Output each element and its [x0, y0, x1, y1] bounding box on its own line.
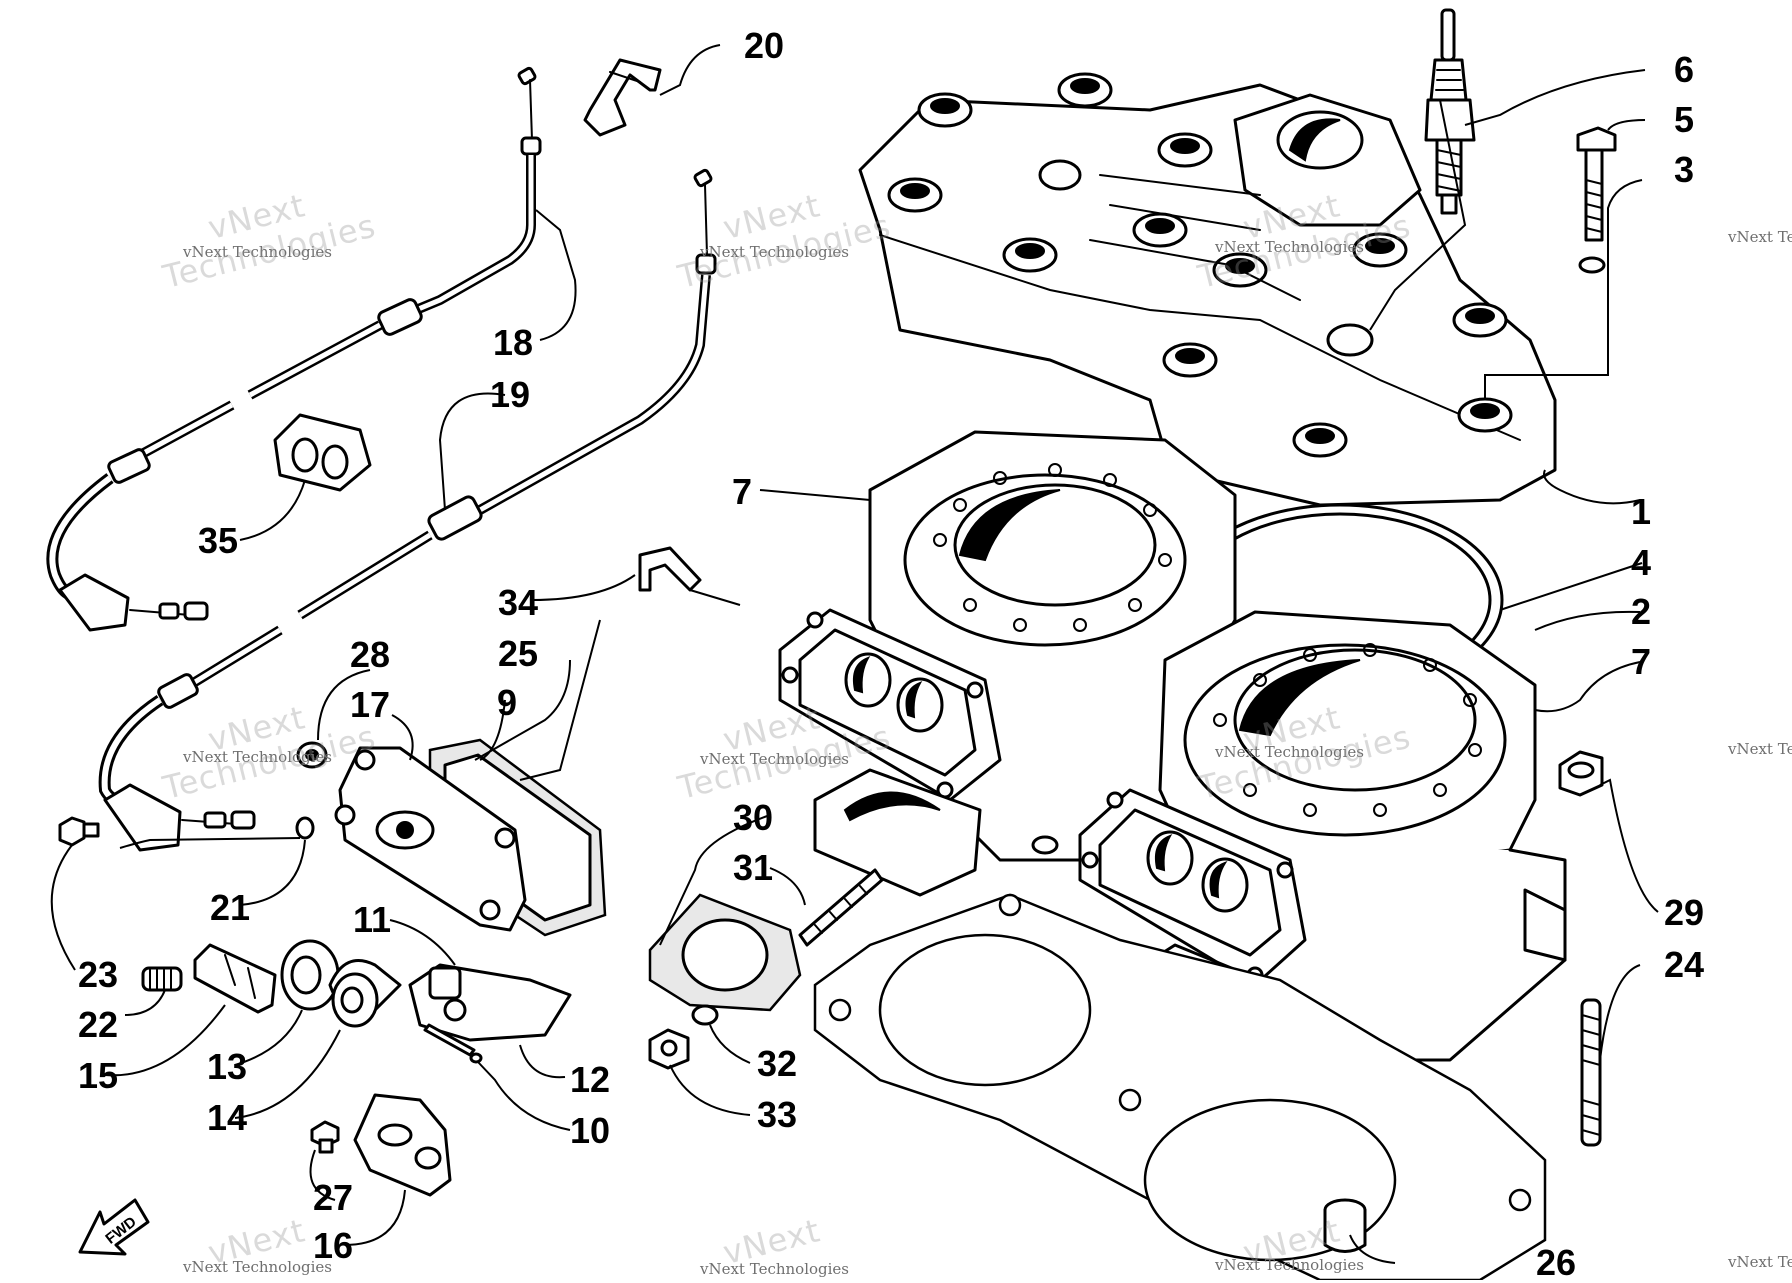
callout-10: 10: [569, 1110, 611, 1151]
callout-9: 9: [496, 682, 518, 723]
o-ring-small: [295, 816, 315, 840]
watermark-3: vNext Technologies: [1215, 238, 1365, 256]
callout-25: 25: [497, 633, 539, 674]
head-bolt: [1576, 126, 1617, 242]
bracket-plate: [353, 1093, 452, 1197]
callout-28: 28: [349, 634, 391, 675]
callout-27: 27: [312, 1177, 354, 1218]
watermark-10: vNext Technologies: [700, 1260, 850, 1278]
callout-19: 19: [489, 374, 531, 415]
intake-boot-left: [813, 768, 982, 897]
dowel-pin: [1323, 1198, 1367, 1253]
spring: [141, 966, 183, 992]
screw: [310, 1120, 340, 1154]
exhaust-port-right: [1078, 788, 1307, 987]
callout-26: 26: [1535, 1242, 1577, 1283]
base-gasket: [813, 893, 1547, 1280]
callout-12: 12: [569, 1059, 611, 1100]
washer: [1578, 256, 1606, 274]
cylinder-head: [858, 72, 1557, 507]
cable-holder: [273, 413, 372, 492]
watermark-9: vNext Technologies: [183, 1258, 333, 1276]
callout-11: 11: [352, 899, 392, 940]
callout-15: 15: [77, 1055, 119, 1096]
cable-clip: [583, 58, 662, 137]
spark-plug: [1424, 8, 1476, 215]
callout-7-lower: 7: [1630, 641, 1652, 682]
manifold-stud: [798, 868, 884, 947]
callout-18: 18: [492, 322, 534, 363]
callout-17: 17: [349, 684, 391, 725]
callout-29: 29: [1663, 892, 1705, 933]
callout-20: 20: [743, 25, 785, 66]
watermark-11: vNext Technologies: [1215, 1256, 1365, 1274]
cylinder-right: [1158, 610, 1567, 1062]
watermark-6: vNext Technologies: [700, 750, 850, 768]
grommet: [296, 741, 328, 769]
valve-collar: [280, 939, 340, 1011]
callout-22: 22: [77, 1004, 119, 1045]
valve-spool: [328, 959, 402, 1028]
callout-24: 24: [1663, 944, 1705, 985]
watermark-7: vNext Technologies: [1215, 743, 1365, 761]
fwd-arrow: [78, 1198, 150, 1256]
callout-14: 14: [206, 1097, 248, 1138]
callout-5: 5: [1673, 99, 1695, 140]
exhaust-valve-cover: [334, 746, 527, 932]
watermark-5: vNext Technologies: [183, 748, 333, 766]
intake-gasket: [648, 893, 802, 1012]
callout-35: 35: [197, 520, 239, 561]
callout-30: 30: [732, 797, 774, 838]
callout-6: 6: [1673, 49, 1695, 90]
pin: [423, 1023, 483, 1064]
callout-2: 2: [1630, 591, 1652, 632]
exhaust-port-left: [778, 608, 1002, 802]
watermark-8: vNext Technologies: [1728, 740, 1792, 758]
manifold-nut: [648, 1028, 690, 1070]
watermark-12: vNext Technologies: [1728, 1253, 1792, 1271]
leader-lines: [50, 44, 1659, 1264]
stud: [1580, 998, 1602, 1147]
exhaust-valve: [408, 963, 572, 1042]
valve-bracket: [193, 943, 277, 1014]
exhaust-valve-cable-2: [98, 168, 717, 852]
flange-nut: [1558, 750, 1604, 797]
hose-fitting: [638, 546, 702, 592]
lock-washer: [691, 1004, 719, 1026]
callout-32: 32: [756, 1043, 798, 1084]
callout-7-upper: 7: [731, 471, 753, 512]
callout-31: 31: [732, 847, 774, 888]
callout-4: 4: [1630, 542, 1652, 583]
callout-13: 13: [206, 1046, 248, 1087]
watermark-4: vNext Technologies: [1728, 228, 1792, 246]
callout-3: 3: [1673, 149, 1695, 190]
watermark-2: vNext Technologies: [700, 243, 850, 261]
callout-21: 21: [209, 887, 251, 928]
callout-33: 33: [756, 1094, 798, 1135]
callout-16: 16: [312, 1225, 354, 1266]
watermark-1: vNext Technologies: [183, 243, 333, 261]
callout-34: 34: [497, 582, 539, 623]
callout-1: 1: [1630, 491, 1652, 532]
callout-23: 23: [77, 954, 119, 995]
exhaust-valve-cable-1: [46, 66, 542, 632]
banjo-bolt: [58, 816, 100, 847]
